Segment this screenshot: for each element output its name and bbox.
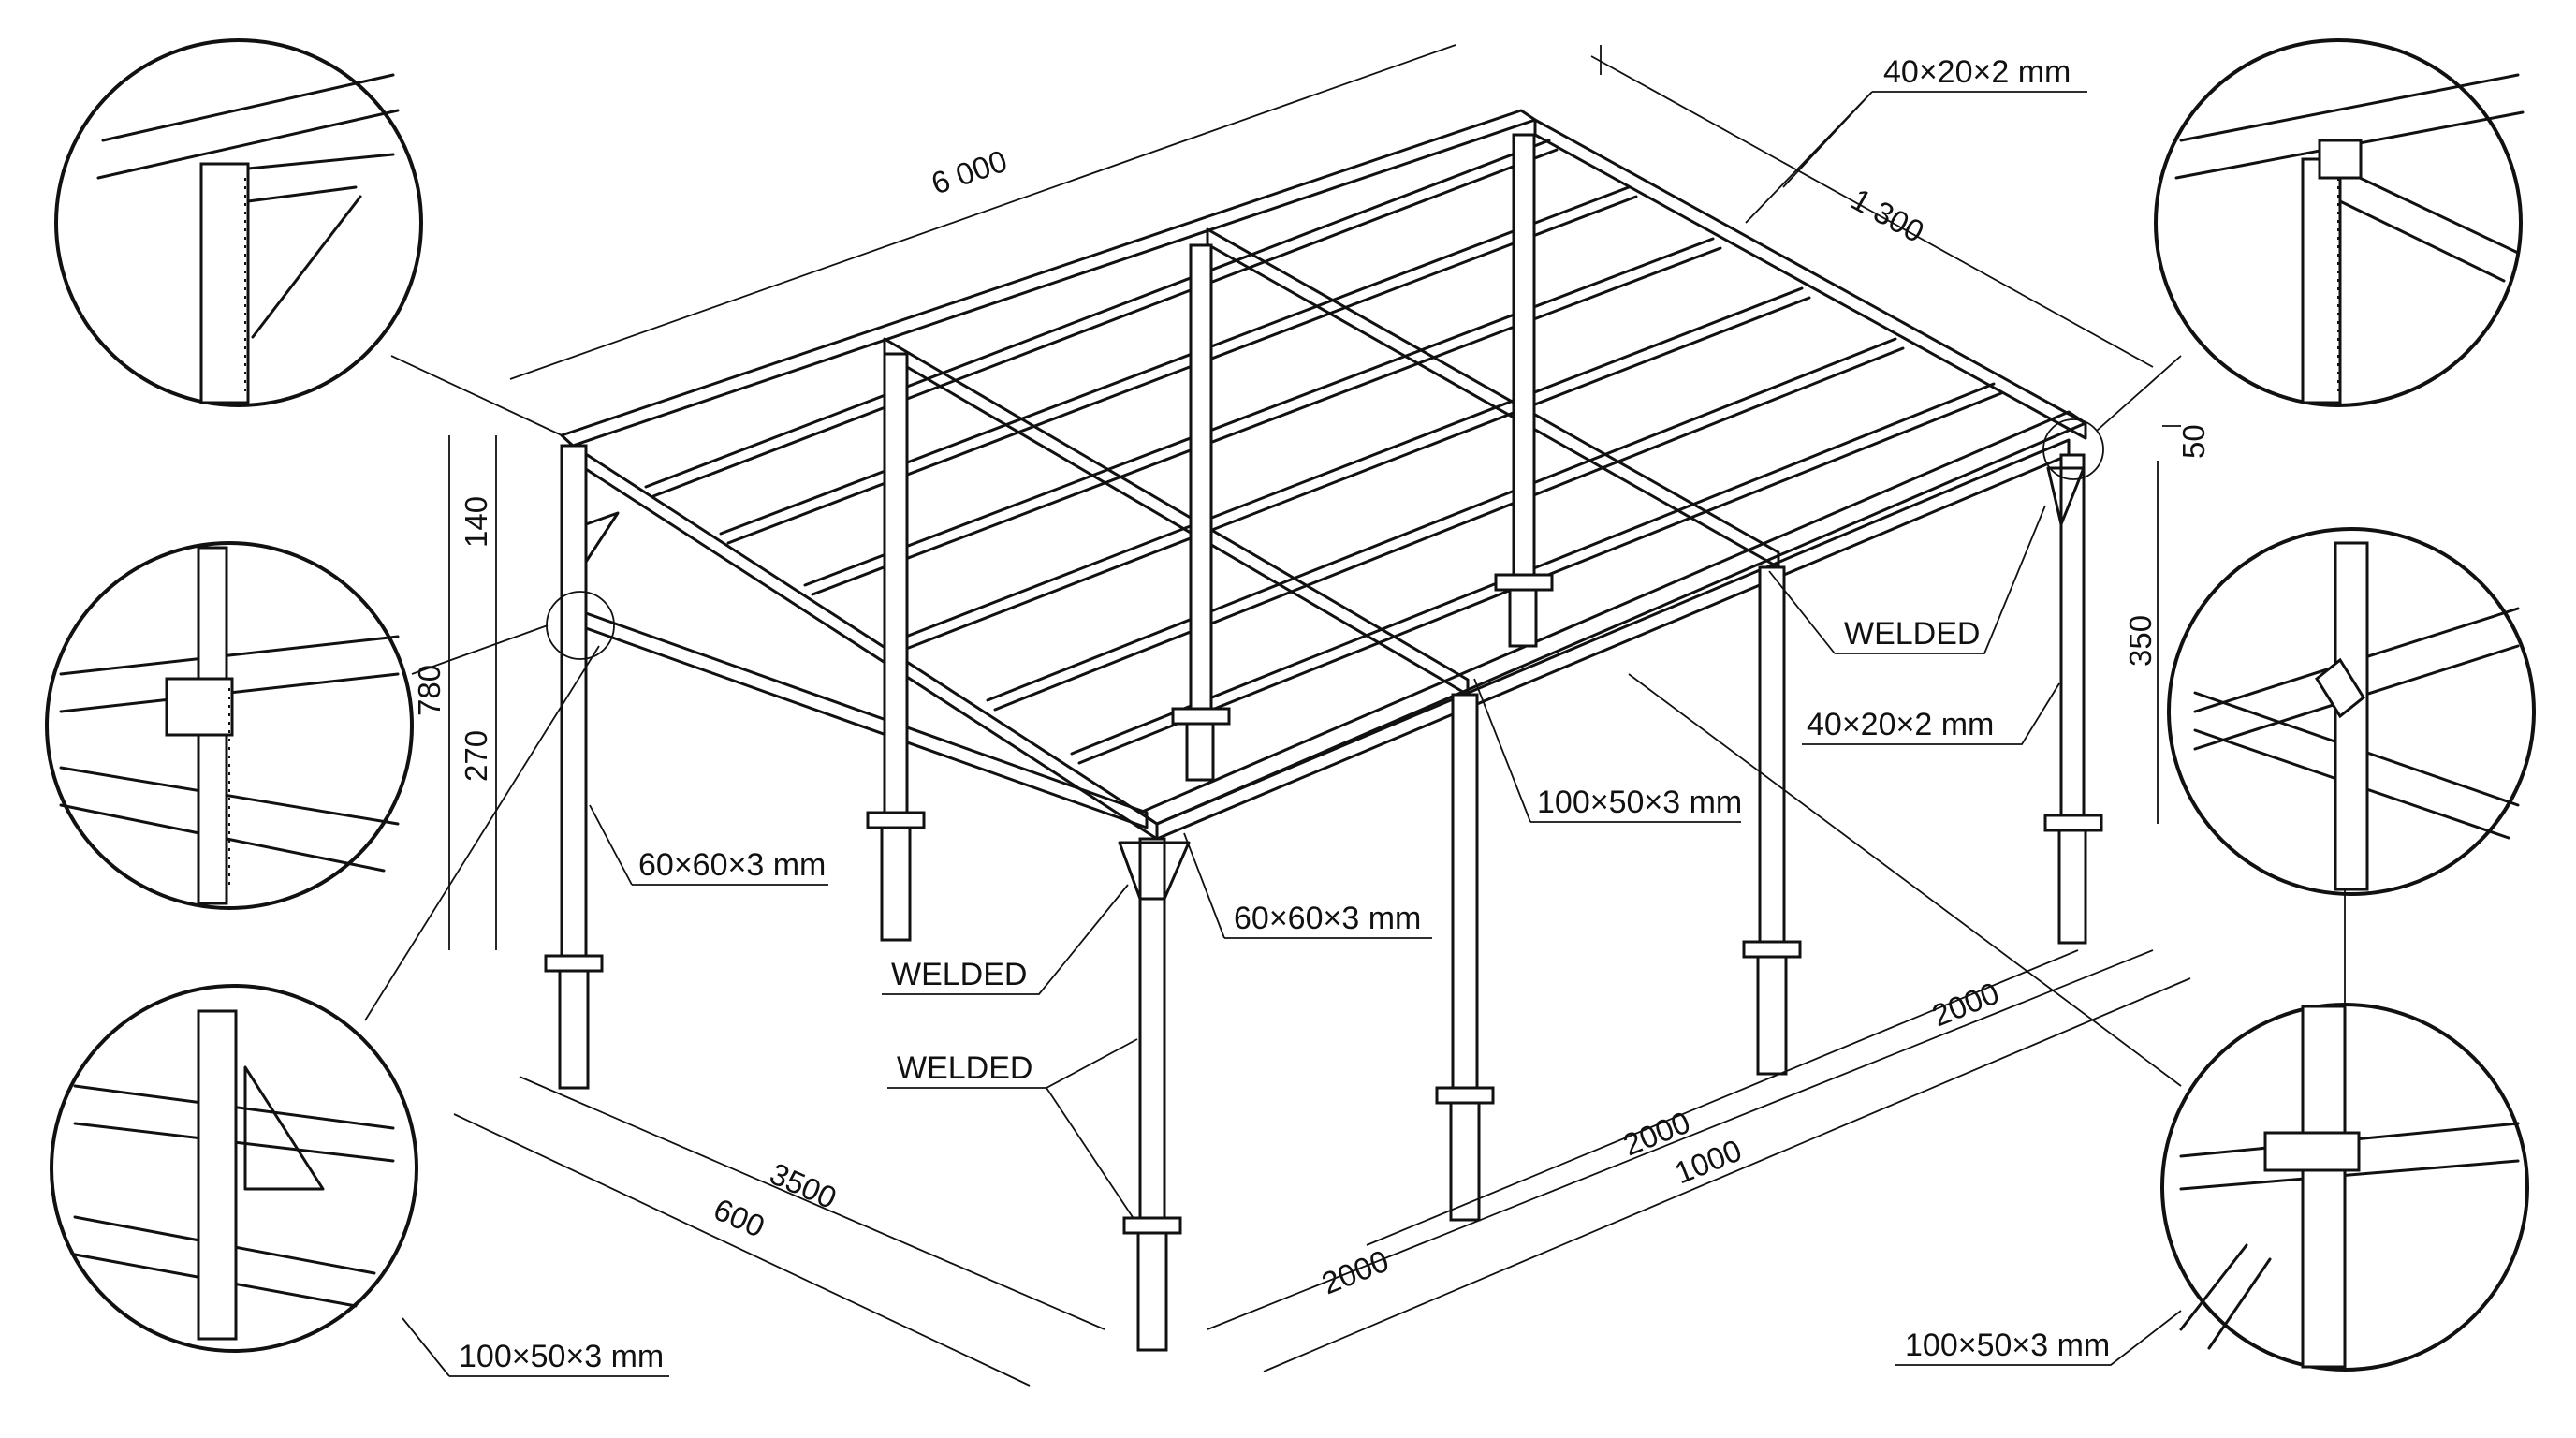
- dim-rear-height-total: 780: [412, 665, 446, 716]
- dim-rear-height-lower: 270: [459, 730, 493, 782]
- right-rafter: [1533, 118, 2087, 440]
- detail-left-mid: [45, 541, 414, 910]
- knee-brace-left: [584, 511, 620, 564]
- label-beam-bottom-right: 100×50×3 mm: [1905, 1328, 2110, 1363]
- label-welded-lower: WELDED: [897, 1050, 1032, 1086]
- knee-brace-front: [1118, 841, 1191, 901]
- knee-brace-right: [2046, 466, 2086, 526]
- label-beam-mid: 100×50×3 mm: [1537, 785, 1742, 820]
- purlins: [644, 139, 2003, 765]
- dim-front-column-upper: 350: [2123, 615, 2158, 667]
- label-column-left: 60×60×3 mm: [638, 847, 826, 883]
- label-purlin-side: 40×20×2 mm: [1807, 707, 1994, 742]
- column-front-mid2: [1758, 565, 1786, 944]
- dim-front-bay-1: 2000: [1317, 1243, 1394, 1301]
- column-rear-mid1: [883, 352, 909, 829]
- dim-front-bay-3: 2000: [1927, 976, 2004, 1034]
- label-welded-center: WELDED: [891, 957, 1027, 992]
- callout-circle-right: [2042, 418, 2104, 480]
- label-welded-right: WELDED: [1844, 616, 1980, 652]
- dim-offset-top: 50: [2176, 424, 2211, 459]
- footings: [544, 573, 2103, 1352]
- dim-width: 1 300: [1846, 182, 1930, 249]
- dim-side-offset: 600: [709, 1192, 769, 1244]
- dim-rear-height-upper: 140: [459, 496, 493, 548]
- detail-right-mid: [2167, 527, 2536, 896]
- main-frame: [544, 109, 2103, 1352]
- detail-top-left: [54, 38, 423, 407]
- column-front-left: [1138, 837, 1166, 1220]
- detail-top-right: [2154, 38, 2525, 407]
- dim-length: 6 000: [927, 143, 1011, 201]
- label-column-center: 60×60×3 mm: [1234, 901, 1421, 936]
- label-beam-bottom-left: 100×50×3 mm: [459, 1339, 664, 1374]
- column-rear-mid3: [1512, 133, 1536, 577]
- label-purlin-top: 40×20×2 mm: [1883, 54, 2071, 90]
- column-rear-mid2: [1189, 243, 1213, 711]
- dimension-lines: [448, 44, 2191, 1387]
- detail-bottom-right: [2160, 1003, 2529, 1372]
- column-front-mid1: [1451, 693, 1479, 1090]
- left-rafter: [571, 444, 1159, 841]
- detail-bottom-left: [50, 984, 418, 1353]
- side-lower-beam-left: [571, 607, 1149, 829]
- dim-side-span: 3500: [765, 1156, 842, 1216]
- column-front-right: [2059, 453, 2086, 817]
